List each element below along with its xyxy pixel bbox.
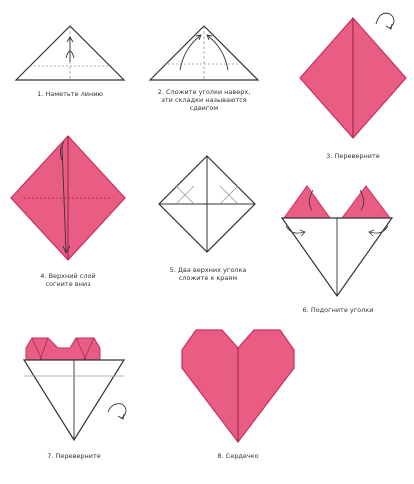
step-8-caption: 8. Сердечко	[178, 452, 298, 460]
step-2-figure	[150, 26, 258, 80]
rotate-arrow-icon	[376, 13, 394, 29]
step-2-caption: 2. Сложите уголки наверх, эти складки на…	[140, 88, 268, 112]
step-4-figure	[11, 136, 125, 260]
step-5-caption: 5. Два верхних уголка сложите к краям	[146, 266, 270, 282]
pink-left-triangle	[284, 186, 330, 218]
step-3-caption: 3. Переверните	[296, 152, 410, 160]
step-1-figure	[16, 26, 124, 80]
step-7-figure	[24, 338, 126, 440]
pink-right-triangle	[342, 186, 390, 218]
step-1-caption: 1. Наметьте линию	[10, 90, 130, 98]
step-6-caption: 6. Подогните уголки	[278, 306, 398, 314]
step-7-caption: 7. Переверните	[14, 452, 134, 460]
step-4-caption: 4. Верхний слой согните вниз	[6, 272, 130, 288]
step-8-figure	[182, 330, 294, 442]
step-5-figure	[159, 156, 255, 252]
rotate-arrow-icon	[108, 404, 126, 419]
step-6-figure	[282, 186, 392, 296]
step-3-figure	[300, 13, 406, 138]
